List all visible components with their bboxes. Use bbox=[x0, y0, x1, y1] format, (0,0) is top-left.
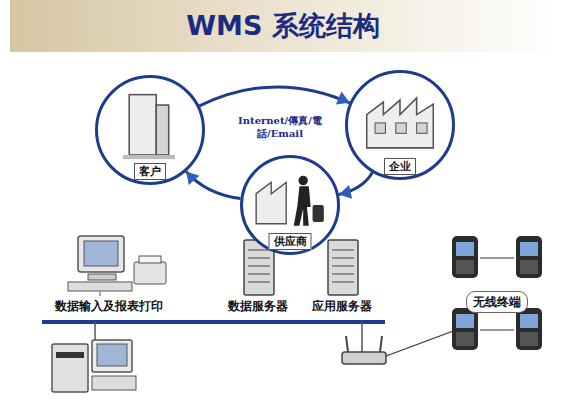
printer-workstation bbox=[52, 322, 136, 392]
arrowhead bbox=[336, 92, 350, 105]
building bbox=[256, 182, 286, 223]
flow-arc bbox=[339, 173, 372, 199]
handheld-terminal bbox=[452, 308, 478, 350]
channel-note: Internet/傳真/電話/Email bbox=[228, 114, 332, 140]
arrowhead bbox=[186, 171, 199, 185]
entity-circle: 企业 bbox=[345, 70, 455, 180]
person bbox=[298, 176, 307, 185]
window bbox=[396, 123, 406, 133]
server bbox=[328, 240, 358, 295]
diagram-title: WMS 系统结构 bbox=[0, 9, 566, 43]
building bbox=[129, 95, 156, 155]
node-label: 无线终端 bbox=[473, 294, 521, 310]
suitcase bbox=[313, 205, 324, 222]
flow-arc bbox=[186, 171, 240, 198]
entity-circle: 客户 bbox=[95, 75, 205, 185]
device-label: 数据输入及报表打印 bbox=[55, 298, 163, 314]
device-label: 应用服务器 bbox=[312, 298, 372, 314]
handheld-terminal bbox=[516, 236, 542, 278]
arrowhead bbox=[339, 185, 352, 199]
entity-circle: 供应商 bbox=[240, 155, 340, 255]
ground bbox=[123, 155, 175, 159]
building bbox=[367, 98, 434, 148]
handheld-terminal bbox=[516, 308, 542, 350]
flow-arc bbox=[199, 87, 349, 106]
terminal-box: 无线终端 bbox=[466, 291, 528, 313]
workstation bbox=[68, 236, 166, 296]
person bbox=[294, 186, 311, 225]
network-bus bbox=[42, 320, 385, 324]
arc-line bbox=[186, 171, 240, 198]
node-label: 供应商 bbox=[269, 233, 312, 250]
building bbox=[156, 105, 168, 155]
window bbox=[417, 123, 427, 133]
arc-line bbox=[199, 87, 349, 106]
window bbox=[375, 123, 385, 133]
wireless-router bbox=[342, 322, 456, 364]
device-label: 数据服务器 bbox=[228, 298, 288, 314]
handheld-terminal bbox=[452, 236, 478, 278]
node-label: 客户 bbox=[134, 163, 166, 180]
node-label: 企业 bbox=[384, 158, 416, 175]
